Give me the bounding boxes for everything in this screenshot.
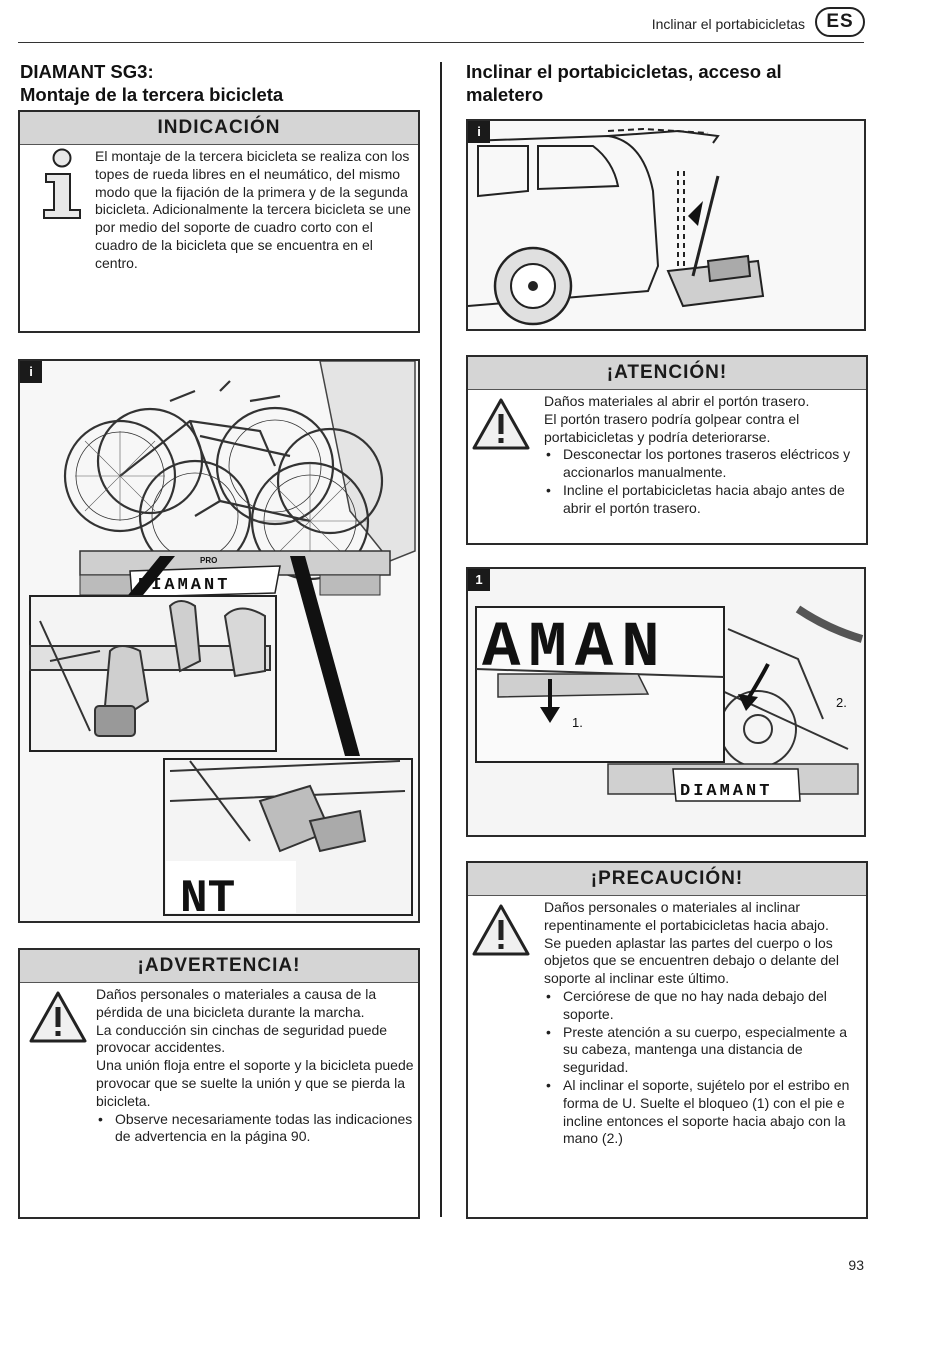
left-section-heading: DIAMANT SG3: Montaje de la tercera bicic…: [20, 60, 430, 106]
info-icon: [43, 148, 81, 219]
running-header-title: Inclinar el portabicicletas: [651, 16, 805, 32]
warning-triangle-icon: [472, 904, 530, 956]
advertencia-box: ¡ADVERTENCIA! Daños personales o materia…: [18, 948, 420, 1219]
bike-rack-figure: DIAMANT PRO NT i: [18, 359, 420, 923]
atencion-bullet: Incline el portabicicletas hacia abajo a…: [544, 482, 862, 518]
figure-tag-left: i: [20, 361, 42, 383]
atencion-bullet: Desconectar los portones traseros eléctr…: [544, 446, 862, 482]
indicacion-text: El montaje de la tercera bicicleta se re…: [95, 148, 411, 271]
precaucion-bullets: Cerciórese de que no hay nada debajo del…: [544, 988, 862, 1148]
header-rule: [18, 42, 864, 43]
atencion-paragraph: El portón trasero podría golpear contra …: [544, 410, 800, 445]
car-tilt-figure: i: [466, 119, 866, 331]
atencion-paragraph: Daños materiales al abrir el portón tras…: [544, 393, 810, 409]
car-illustration: [468, 121, 864, 329]
atencion-title: ¡ATENCIÓN!: [468, 357, 866, 390]
page-number: 93: [848, 1257, 864, 1273]
indicacion-box: INDICACIÓN El montaje de la tercera bici…: [18, 110, 420, 333]
left-heading-line2: Montaje de la tercera bicicleta: [20, 84, 284, 105]
warning-triangle-icon: [29, 991, 87, 1043]
precaucion-text: Daños personales o materiales al inclina…: [544, 899, 862, 1148]
warning-triangle-icon: [472, 398, 530, 450]
advertencia-bullets: Observe necesariamente todas las indicac…: [96, 1111, 414, 1147]
tilt-detail-figure: DIAMANT AMAN 1. 2. 1: [466, 567, 866, 837]
tilt-illustration: DIAMANT AMAN 1. 2.: [468, 569, 864, 835]
atencion-box: ¡ATENCIÓN! Daños materiales al abrir el …: [466, 355, 868, 545]
language-badge: ES: [815, 7, 865, 37]
atencion-text: Daños materiales al abrir el portón tras…: [544, 393, 862, 518]
left-heading-line1: DIAMANT SG3:: [20, 61, 154, 82]
plate-text-top: DIAMANT: [138, 576, 230, 595]
advertencia-paragraph: Daños personales o materiales a causa de…: [96, 986, 377, 1020]
advertencia-paragraph: La conducción sin cinchas de seguridad p…: [96, 1021, 388, 1056]
precaucion-title: ¡PRECAUCIÓN!: [468, 863, 866, 896]
advertencia-title: ¡ADVERTENCIA!: [20, 950, 418, 983]
figure-tag-car: i: [468, 121, 490, 143]
step-label-1: 1.: [572, 715, 583, 730]
indicacion-title: INDICACIÓN: [20, 112, 418, 145]
precaucion-box: ¡PRECAUCIÓN! Daños personales o material…: [466, 861, 868, 1219]
plate-text-detail: DIAMANT: [680, 782, 772, 801]
bike-rack-illustration: DIAMANT PRO NT: [20, 361, 418, 921]
advertencia-paragraph: Una unión floja entre el soporte y la bi…: [96, 1057, 414, 1109]
advertencia-text: Daños personales o materiales a causa de…: [96, 986, 414, 1146]
precaucion-paragraph: Daños personales o materiales al inclina…: [544, 899, 829, 933]
column-divider: [440, 62, 442, 1217]
right-section-heading: Inclinar el portabicicletas, acceso al m…: [466, 61, 782, 105]
precaucion-bullet: Preste atención a su cuerpo, especialmen…: [544, 1024, 862, 1077]
figure-tag-step: 1: [468, 569, 490, 591]
brand-text: PRO: [200, 556, 217, 565]
precaucion-bullet: Al inclinar el soporte, sujételo por el …: [544, 1077, 862, 1148]
detail-text: NT: [180, 873, 235, 921]
precaucion-paragraph: Se pueden aplastar las partes del cuerpo…: [544, 934, 840, 987]
advertencia-bullet: Observe necesariamente todas las indicac…: [96, 1111, 414, 1147]
step-label-2: 2.: [836, 695, 847, 710]
atencion-bullets: Desconectar los portones traseros eléctr…: [544, 446, 862, 517]
precaucion-bullet: Cerciórese de que no hay nada debajo del…: [544, 988, 862, 1024]
